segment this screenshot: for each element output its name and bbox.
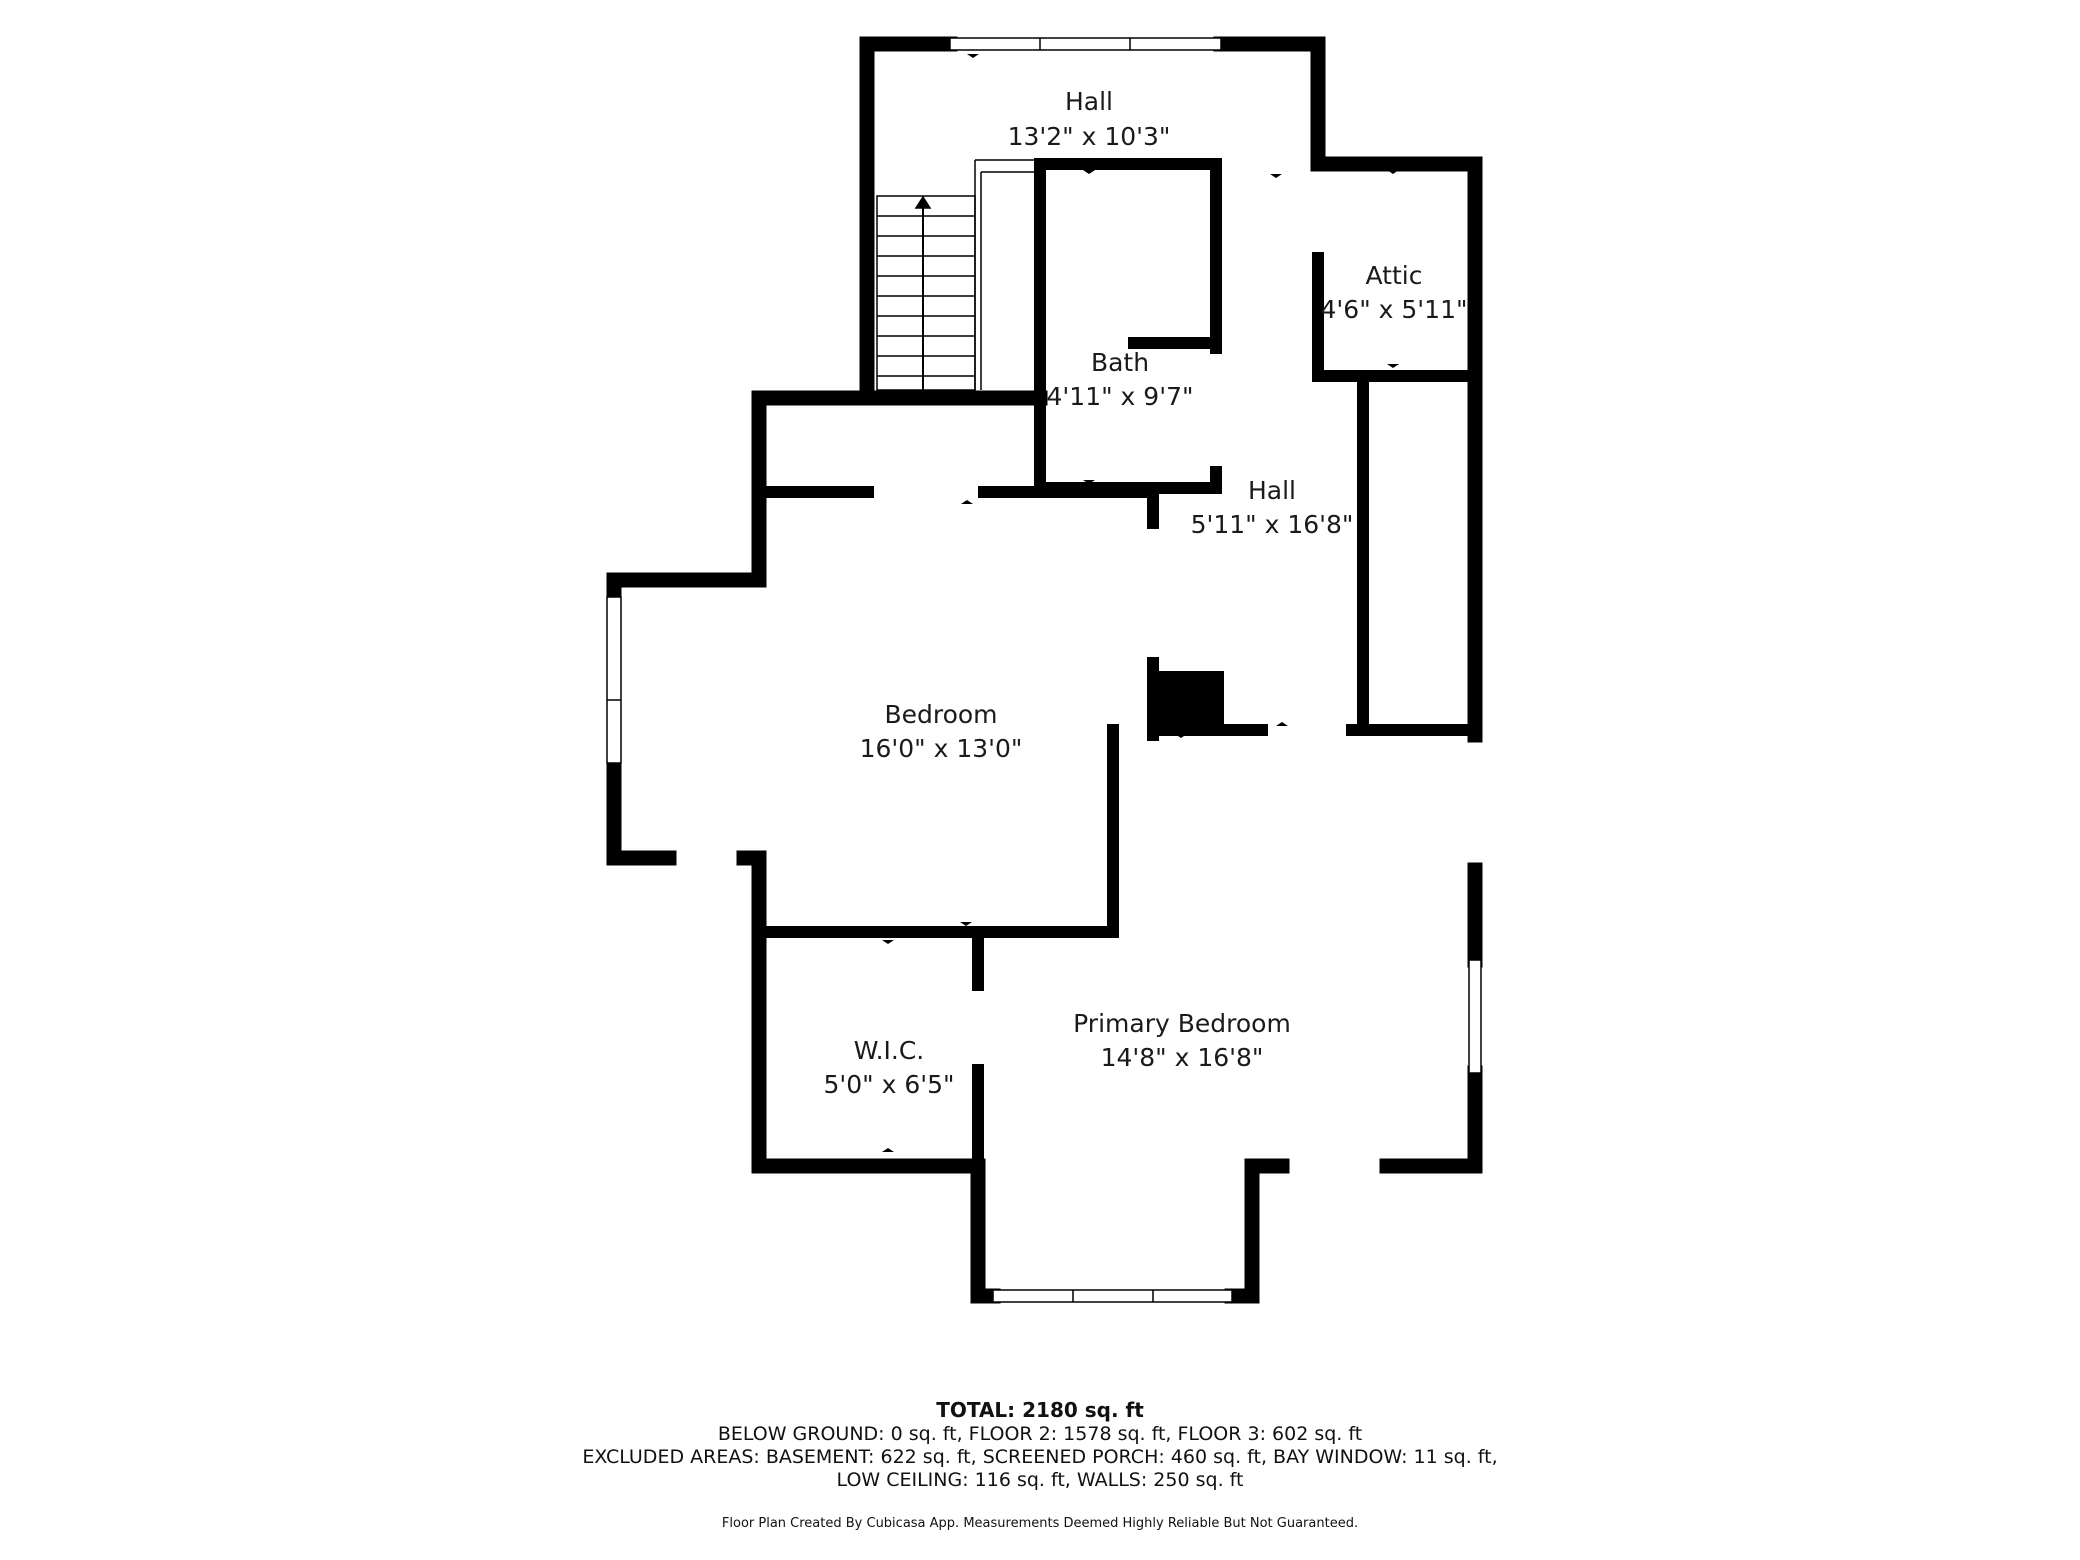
- room-size-bedroom: 16'0" x 13'0": [860, 734, 1023, 763]
- room-name-wic: W.I.C.: [854, 1036, 925, 1065]
- stairs: [876, 159, 1037, 391]
- wall-bedroom-left: [606, 755, 767, 946]
- room-name-hall-upper: Hall: [1065, 87, 1113, 116]
- wall-primary-right: [1379, 862, 1483, 1174]
- interior-walls: [760, 158, 1476, 1166]
- room-name-bath: Bath: [1091, 348, 1149, 377]
- window-bedroom-left: [606, 596, 622, 764]
- wall-bath: [1034, 158, 1222, 494]
- wall-primary-bottom: [1224, 1158, 1290, 1304]
- room-size-primary-bedroom: 14'8" x 16'8": [1101, 1043, 1264, 1072]
- total-area: TOTAL: 2180 sq. ft: [936, 1398, 1144, 1422]
- room-labels: Hall 13'2" x 10'3" Attic 4'6" x 5'11" Ba…: [823, 87, 1467, 1099]
- window-top-hall: [949, 37, 1222, 51]
- room-size-hall-lower: 5'11" x 16'8": [1191, 510, 1354, 539]
- chimney: [1158, 671, 1224, 730]
- room-size-wic: 5'0" x 6'5": [823, 1070, 954, 1099]
- window-primary-bottom: [992, 1289, 1233, 1303]
- wall-hall-right: [1310, 36, 1483, 743]
- stairs-arrow-icon: [914, 195, 932, 209]
- summary-line-3: LOW CEILING: 116 sq. ft, WALLS: 250 sq. …: [836, 1469, 1244, 1491]
- disclaimer: Floor Plan Created By Cubicasa App. Meas…: [721, 1516, 1359, 1531]
- room-name-primary-bedroom: Primary Bedroom: [1073, 1009, 1291, 1038]
- room-size-bath: 4'11" x 9'7": [1047, 382, 1194, 411]
- area-summary: TOTAL: 2180 sq. ft BELOW GROUND: 0 sq. f…: [0, 1398, 2080, 1531]
- room-size-attic: 4'6" x 5'11": [1321, 295, 1468, 324]
- floor-plan: Hall 13'2" x 10'3" Attic 4'6" x 5'11" Ba…: [606, 36, 1483, 1304]
- room-name-hall-lower: Hall: [1248, 476, 1296, 505]
- wall-primary-left: [751, 930, 986, 1304]
- room-name-attic: Attic: [1366, 261, 1423, 290]
- room-name-bedroom: Bedroom: [884, 700, 997, 729]
- wall-attic-bottom: [1312, 252, 1476, 382]
- door-markers: [882, 54, 1399, 1152]
- window-primary-right: [1468, 959, 1482, 1074]
- summary-line-1: BELOW GROUND: 0 sq. ft, FLOOR 2: 1578 sq…: [717, 1423, 1363, 1445]
- wall-bedroom-bottom: [760, 724, 1119, 938]
- room-size-hall-upper: 13'2" x 10'3": [1008, 122, 1171, 151]
- wall-upper-left-block: [606, 390, 1048, 605]
- summary-line-2: EXCLUDED AREAS: BASEMENT: 622 sq. ft, SC…: [582, 1446, 1498, 1468]
- windows: [606, 37, 1482, 1303]
- exterior-walls: [606, 36, 1483, 1304]
